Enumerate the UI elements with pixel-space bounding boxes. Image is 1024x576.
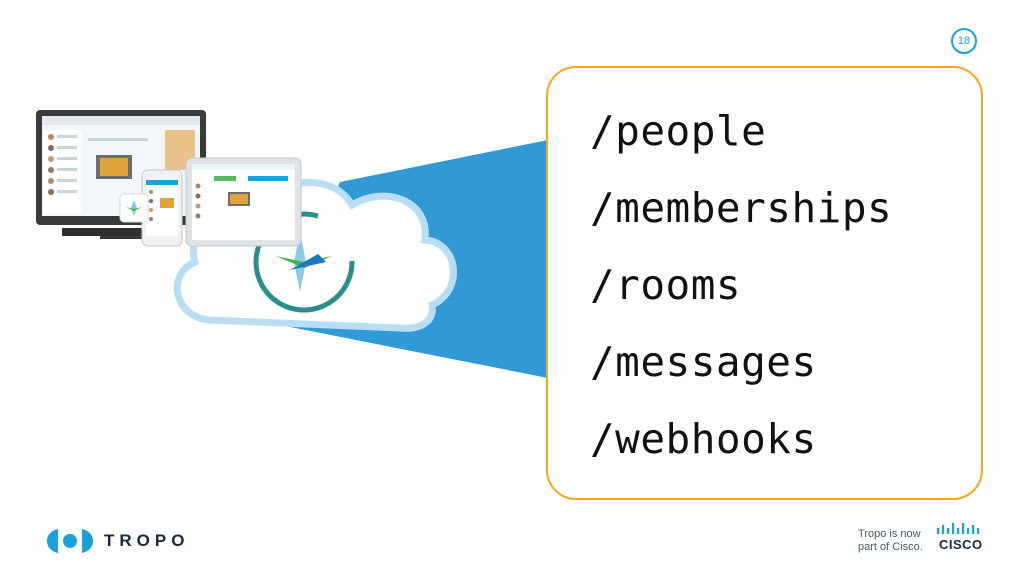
tropo-logo: TROPO — [46, 527, 189, 555]
endpoint-item: /people — [590, 107, 767, 155]
spark-app-tile-icon — [119, 193, 149, 223]
phone-icon — [141, 169, 183, 247]
cisco-note: Tropo is now part of Cisco. — [858, 528, 923, 554]
endpoint-item: /memberships — [590, 184, 893, 232]
api-endpoints-box: /people /memberships /rooms /messages /w… — [546, 66, 983, 500]
spark-logo-ring — [253, 211, 355, 313]
cisco-note-line-1: Tropo is now — [858, 528, 921, 540]
page-number: 18 — [951, 28, 977, 54]
endpoint-item: /messages — [590, 338, 817, 386]
tropo-wordmark: TROPO — [104, 531, 190, 550]
endpoint-item: /rooms — [590, 261, 742, 309]
cloud-devices-illustration — [36, 110, 548, 378]
cisco-logo-icon — [937, 523, 980, 534]
tropo-logo-icon — [47, 529, 93, 553]
spark-logo-icon — [276, 232, 332, 292]
endpoint-item: /webhooks — [590, 415, 817, 463]
cisco-note-line-2: part of Cisco. — [858, 541, 923, 553]
tablet-icon — [185, 157, 302, 247]
endpoint-list: /people /memberships /rooms /messages /w… — [590, 104, 892, 489]
cisco-wordmark: CISCO — [939, 537, 983, 552]
